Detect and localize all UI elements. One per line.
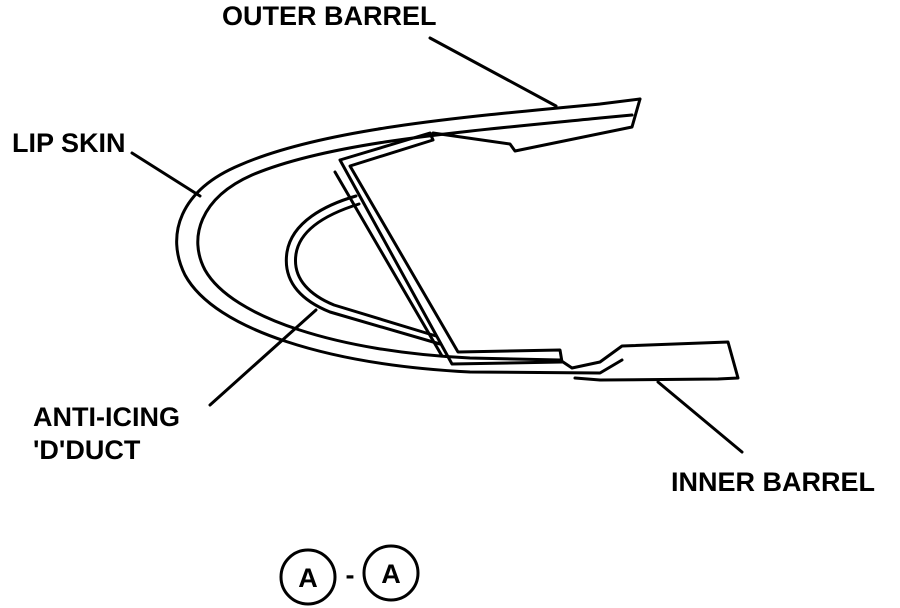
lip-skin-inner-line xyxy=(196,113,634,362)
anti-icing-d-duct xyxy=(284,194,442,346)
anti-icing-d-duct-inner-line xyxy=(294,202,438,338)
lip-skin-outer-line xyxy=(175,97,642,375)
outer-barrel-skin xyxy=(431,97,642,153)
anti-icing-leader xyxy=(208,308,318,407)
inner-barrel-leader xyxy=(656,380,744,454)
section-view-identifier: A - A xyxy=(279,544,420,606)
outer-barrel-leader xyxy=(428,36,558,108)
inner-barrel-skin xyxy=(558,340,740,382)
bulkhead-web-inner-line xyxy=(333,170,444,358)
anti-icing-label-line2: 'D'DUCT xyxy=(33,435,141,465)
outer-barrel-label: OUTER BARREL xyxy=(222,1,437,31)
anti-icing-label-line1: ANTI-ICING xyxy=(33,402,180,432)
section-left-circle xyxy=(279,548,337,606)
section-right-circle xyxy=(362,544,420,602)
section-left-letter: A xyxy=(298,563,318,593)
section-separator: - xyxy=(346,560,355,590)
section-right-letter: A xyxy=(381,559,401,589)
lip-skin-label: LIP SKIN xyxy=(12,128,126,158)
lip-skin-leader xyxy=(130,151,202,198)
inner-barrel-label: INNER BARREL xyxy=(671,467,875,497)
bulkhead-web xyxy=(338,131,564,366)
